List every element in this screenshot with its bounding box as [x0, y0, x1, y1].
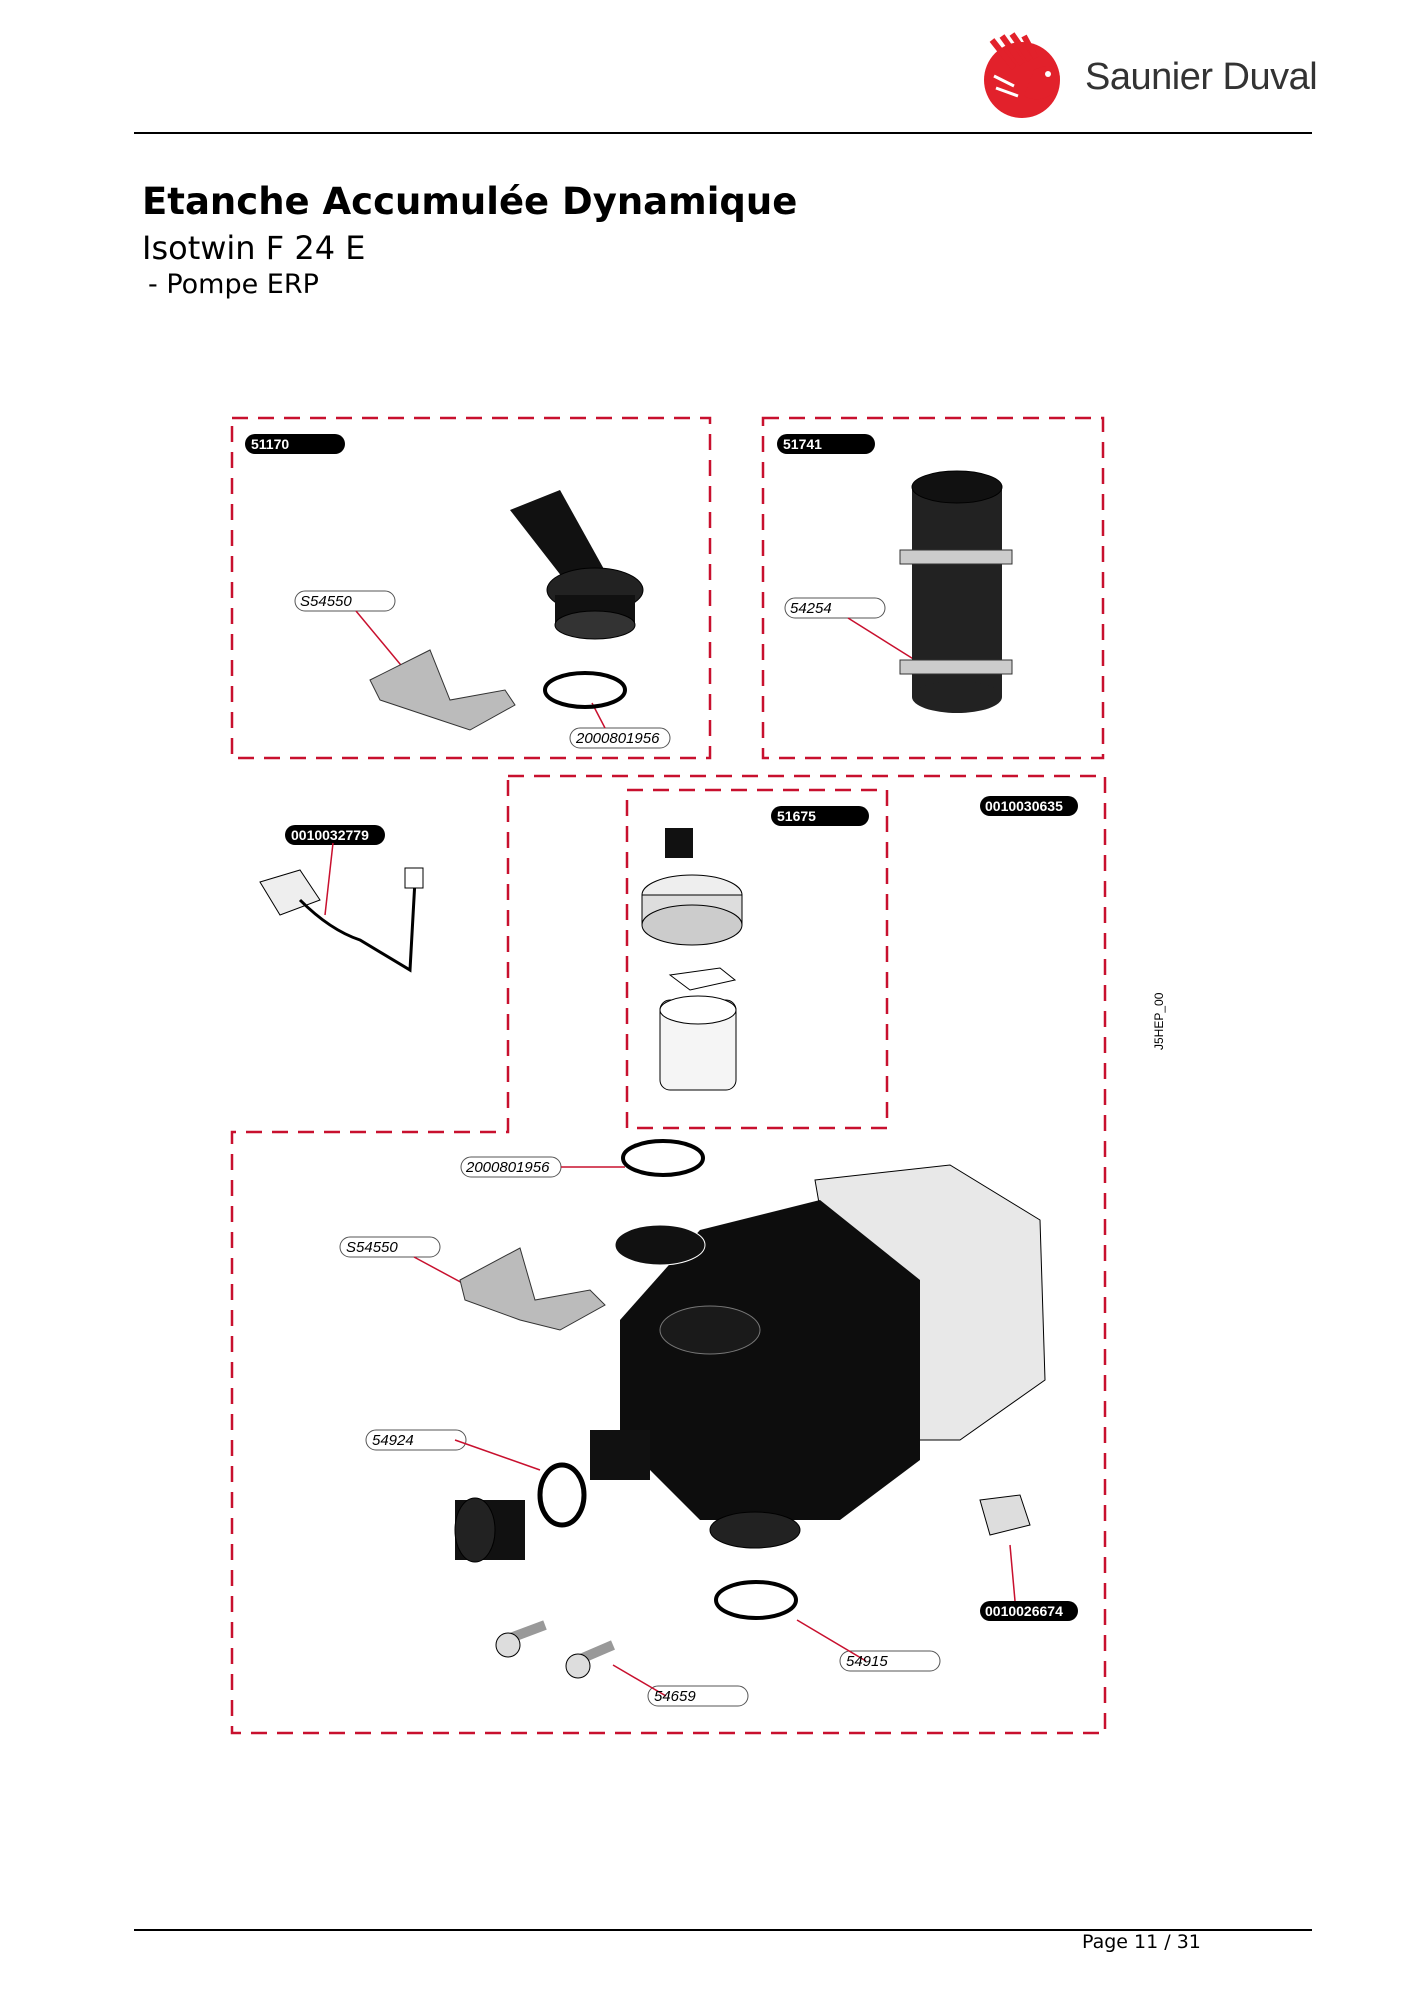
kit-frame-51741 [761, 416, 1105, 760]
part-label: 54254 [790, 600, 832, 617]
model-name: Isotwin F 24 E [142, 229, 366, 267]
clip-illustration [459, 1247, 606, 1331]
elbow-connector-illustration [510, 490, 644, 640]
kit-frame-51675 [625, 788, 889, 1130]
part-label: 54924 [372, 1432, 414, 1449]
pump-head-illustration [641, 828, 743, 1091]
kit-badge: 51675 [771, 806, 869, 826]
svg-text:51675: 51675 [777, 808, 816, 824]
kit-frame-51170 [230, 416, 712, 760]
svg-text:51741: 51741 [783, 436, 822, 452]
drawing-code: J5HEP_00 [1152, 992, 1166, 1050]
o-ring-illustration [621, 1139, 705, 1177]
o-ring-illustration [543, 671, 627, 709]
pump-illustration [590, 1164, 1046, 1549]
kit-badge: 51170 [245, 434, 345, 454]
footer-rule [134, 1929, 1312, 1931]
kit-badge: 0010030635 [980, 796, 1078, 816]
part-label: 2000801956 [575, 730, 660, 747]
part-label: 54659 [654, 1688, 696, 1705]
section-name: - Pompe ERP [148, 269, 319, 300]
saunier-duval-bird-icon [984, 32, 1060, 118]
gasket-illustration [537, 1462, 587, 1528]
clip-illustration [369, 649, 516, 731]
part-label: 2000801956 [465, 1159, 550, 1176]
svg-text:0010026674: 0010026674 [985, 1603, 1063, 1619]
svg-text:0010030635: 0010030635 [985, 798, 1063, 814]
part-label: S54550 [346, 1239, 398, 1256]
brand-logo [974, 30, 1324, 122]
part-label: 54915 [846, 1653, 888, 1670]
part-label: S54550 [300, 593, 352, 610]
screw-illustration [495, 1620, 547, 1658]
page-number: Page 11 / 31 [1082, 1931, 1201, 1953]
svg-text:51170: 51170 [251, 436, 289, 452]
svg-text:0010032779: 0010032779 [291, 827, 369, 843]
fitting-nut-illustration [454, 1497, 525, 1563]
header-rule [134, 132, 1312, 134]
o-ring-illustration [714, 1580, 798, 1620]
screw-illustration [565, 1640, 615, 1679]
brand-name: Saunier Duval [1085, 56, 1318, 98]
kit-badge: 0010026674 [980, 1601, 1078, 1621]
kit-badge: 51741 [777, 434, 875, 454]
cable-illustration [259, 867, 424, 973]
hose-illustration [899, 470, 1013, 713]
kit-badge: 0010032779 [285, 825, 385, 845]
kit-frame-0010030635 [230, 774, 1107, 1735]
page-title: Etanche Accumulée Dynamique [142, 180, 798, 223]
